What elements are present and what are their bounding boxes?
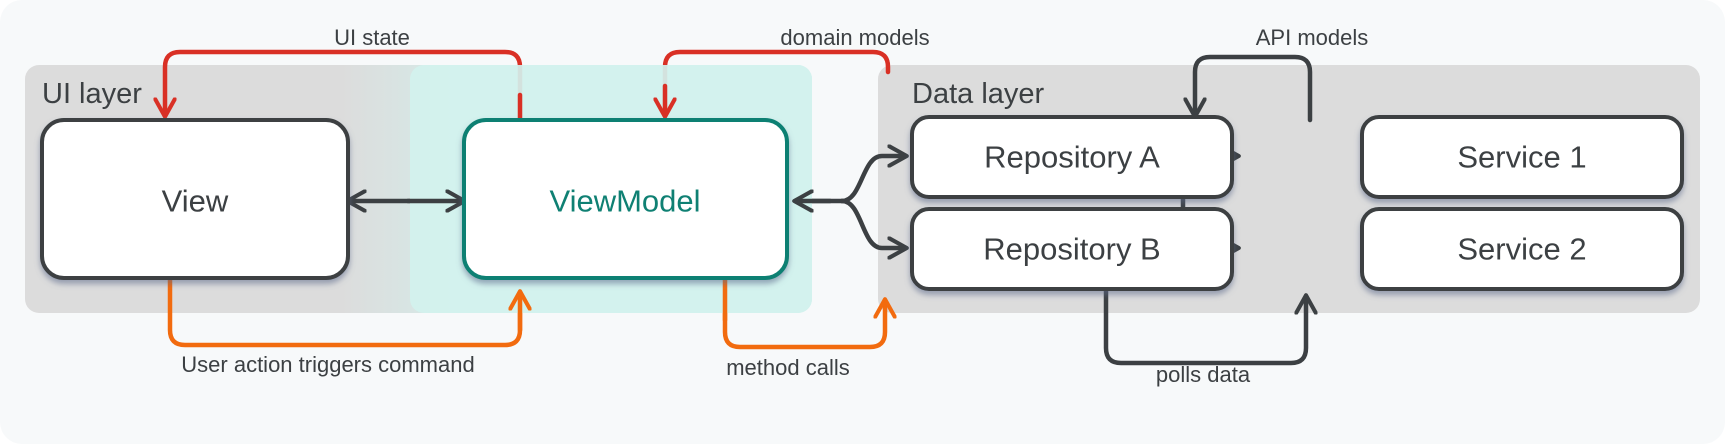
connector-ui-state — [165, 49, 523, 123]
connector-api-models — [1195, 54, 1313, 123]
edge-label-method-calls: method calls — [726, 355, 850, 380]
node-view-label: View — [162, 184, 229, 219]
node-service-1[interactable]: Service 1 — [1360, 115, 1684, 199]
node-viewmodel-label: ViewModel — [549, 184, 700, 219]
connector-viewmodel-to-repository-b — [839, 198, 906, 248]
node-view[interactable]: View — [40, 118, 350, 280]
edge-label-user-action: User action triggers command — [181, 352, 474, 377]
connector-method-calls — [722, 275, 885, 350]
connector-polls-data — [1103, 287, 1306, 366]
connector-user-action — [167, 275, 520, 348]
panel-ui-layer-label: UI layer — [42, 78, 142, 110]
connector-domain-models — [665, 49, 891, 116]
edge-label-ui-state: UI state — [334, 25, 410, 50]
node-service-2[interactable]: Service 2 — [1360, 207, 1684, 291]
node-repository-b-label: Repository B — [983, 232, 1160, 267]
node-viewmodel[interactable]: ViewModel — [462, 118, 789, 280]
node-repository-a-label: Repository A — [984, 140, 1160, 175]
edge-label-polls-data: polls data — [1156, 362, 1251, 387]
edge-label-api-models: API models — [1256, 25, 1369, 50]
node-repository-a[interactable]: Repository A — [910, 115, 1234, 199]
node-service-2-label: Service 2 — [1457, 232, 1586, 267]
node-service-1-label: Service 1 — [1457, 140, 1586, 175]
node-repository-b[interactable]: Repository B — [910, 207, 1234, 291]
panel-data-layer-label: Data layer — [912, 78, 1045, 110]
edge-label-domain-models: domain models — [780, 25, 929, 50]
connector-viewmodel-to-repository-a — [839, 156, 906, 204]
